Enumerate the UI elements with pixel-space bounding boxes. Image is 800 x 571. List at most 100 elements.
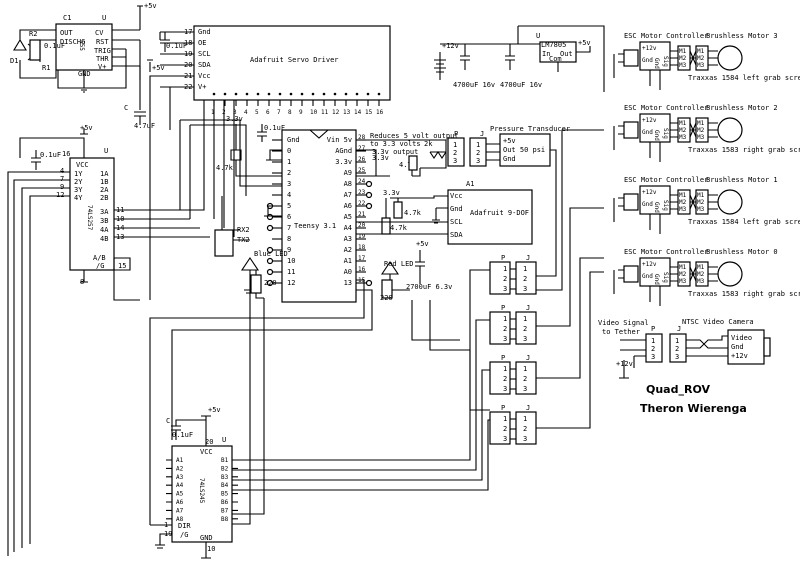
mux-74ls257: VCC 1Y 2Y 3Y 4Y 1A 1B 2A 2B 3A 3B 4A 4B …: [7, 124, 210, 556]
svg-text:1: 1: [453, 141, 457, 149]
jack-label: J: [526, 354, 530, 362]
esc-conn: [623, 265, 639, 283]
video-section: Video Signal to Tether NTSC Video Camera…: [598, 318, 771, 379]
motor-pin: M3: [697, 278, 705, 285]
svg-text:RX2: RX2: [237, 226, 250, 234]
svg-text:3: 3: [651, 353, 655, 361]
teensy-left-pin-label: 5: [287, 202, 291, 210]
teensy-left-pin-label: 1: [287, 158, 291, 166]
svg-text:RST: RST: [96, 38, 109, 46]
teensy-left-pin-label: 0: [287, 147, 291, 155]
svg-text:/G: /G: [96, 262, 104, 270]
buffer-b-pin: B8: [221, 516, 229, 523]
pressure-transducer: Pressure Transducer P J 1 2 3 1 2 3 +5v …: [447, 125, 570, 167]
servo-pin-number: 1: [211, 109, 215, 116]
esc-pin: +12v: [642, 189, 657, 196]
svg-text:Com: Com: [549, 55, 562, 63]
motor-pin: M2: [697, 127, 705, 134]
svg-text:DISCHG: DISCHG: [60, 38, 85, 46]
servo-header-pin: [366, 92, 370, 96]
teensy-right-pin-label: A1: [344, 257, 352, 265]
motor-pin: M1: [679, 192, 687, 199]
pin-number: 3: [523, 385, 527, 393]
svg-text:DIR: DIR: [178, 522, 191, 530]
servo-header-pin: [245, 92, 249, 96]
screw-label: Traxxas 1583 right grab screw: [688, 146, 800, 154]
motor-pin: M2: [697, 55, 705, 62]
svg-text:15: 15: [118, 262, 126, 270]
teensy-right-pin-number: 19: [358, 233, 366, 240]
buffer-b-pin: B7: [221, 507, 229, 514]
teensy-right-pin-label: A8: [344, 180, 352, 188]
open-pin: [365, 191, 373, 199]
pin-number: 2: [523, 375, 527, 383]
teensy-left-pin-label: 8: [287, 235, 291, 243]
teensy-left-pin-label: 12: [287, 279, 295, 287]
buffer-b-pin: B1: [221, 457, 229, 464]
svg-text:0.1uF: 0.1uF: [166, 42, 187, 50]
motor-icon: [717, 45, 743, 71]
motor-pin: M2: [679, 127, 687, 134]
svg-text:2: 2: [651, 345, 655, 353]
svg-text:0.1uF: 0.1uF: [44, 42, 65, 50]
svg-text:4A: 4A: [100, 226, 109, 234]
servo-pin-number: 13: [343, 109, 351, 116]
motor-pin: M1: [697, 264, 705, 271]
servo-pin-number: 14: [354, 109, 362, 116]
teensy-right-pin-number: 25: [358, 167, 366, 174]
esc-pin: +12v: [642, 117, 657, 124]
buffer-b-pin: B6: [221, 499, 229, 506]
svg-text:Gnd: Gnd: [503, 155, 516, 163]
svg-text:TRIG: TRIG: [94, 47, 111, 55]
svg-text:GND: GND: [200, 534, 213, 542]
svg-text:2: 2: [476, 149, 480, 157]
svg-text:CV: CV: [95, 29, 104, 37]
teensy-right-pin-label: A3: [344, 235, 352, 243]
svg-text:P: P: [651, 325, 655, 333]
buffer-b-pin: B2: [221, 465, 229, 472]
pin-number: 3: [503, 285, 507, 293]
svg-text:0.1uF: 0.1uF: [264, 124, 285, 132]
svg-text:Gnd: Gnd: [731, 343, 744, 351]
svg-text:+12v: +12v: [442, 42, 459, 50]
svg-text:12: 12: [56, 191, 64, 199]
svg-text:SCL: SCL: [198, 50, 211, 58]
motor-label: Brushless Motor 3: [706, 32, 778, 40]
plug-label: P: [501, 254, 505, 262]
open-pin: [266, 257, 274, 265]
esc-pin: +12v: [642, 45, 657, 52]
svg-text:2Y: 2Y: [74, 178, 83, 186]
pin-number: 2: [503, 425, 507, 433]
pin-number: 3: [503, 385, 507, 393]
svg-text:+5v: +5v: [152, 64, 165, 72]
teensy-left-pin-label: 9: [287, 246, 291, 254]
teensy-left-pin-label: 10: [287, 257, 295, 265]
svg-text:4.7uF: 4.7uF: [134, 122, 155, 130]
svg-text:Video Signal: Video Signal: [598, 319, 649, 327]
svg-text:4.7k: 4.7k: [216, 164, 234, 172]
servo-header-pin: [344, 92, 348, 96]
svg-text:VCC: VCC: [76, 161, 89, 169]
svg-text:Adafruit 9-DOF: Adafruit 9-DOF: [470, 209, 529, 217]
svg-text:2k: 2k: [424, 140, 433, 148]
svg-text:Out: Out: [560, 50, 573, 58]
svg-text:1A: 1A: [100, 170, 109, 178]
esc-box: [639, 185, 671, 215]
servo-header-pin: [333, 92, 337, 96]
teensy-right-pin-number: 28: [358, 134, 366, 141]
esc-pin: Gnd: [653, 274, 660, 285]
teensy-right-pin-number: 17: [358, 255, 366, 262]
pin-number: 3: [503, 335, 507, 343]
svg-text:+5v: +5v: [503, 137, 516, 145]
esc-label: ESC Motor Controller: [624, 104, 708, 112]
svg-text:16: 16: [62, 150, 70, 158]
timer-555: OUT DISCHG CV RST TRIG THR V+ GND 555 U …: [10, 2, 157, 130]
plug-label: P: [501, 304, 505, 312]
esc-pin: Gnd: [653, 58, 660, 69]
motor-pin: M1: [679, 264, 687, 271]
motor-wires: [670, 266, 718, 282]
pin-number: 2: [503, 375, 507, 383]
